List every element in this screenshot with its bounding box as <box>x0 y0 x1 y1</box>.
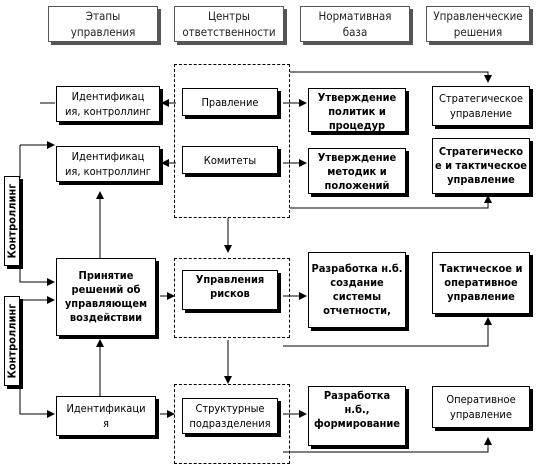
header-base: Нормативная база <box>300 6 410 42</box>
centers-risk-group <box>174 258 290 338</box>
control-upper: Контроллинг <box>4 176 20 266</box>
base-develop-reporting: Разработка н.б. создание системы отчетно… <box>308 252 406 328</box>
control-upper-label: Контроллинг <box>5 183 19 259</box>
base-develop-units: Разработка н.б., формирование <box>308 386 406 446</box>
stage-decision-making: Принятие решений об управляющем воздейст… <box>56 258 156 336</box>
center-risk: Управления рисков <box>182 270 278 310</box>
header-centers: Центры ответственности <box>174 6 284 42</box>
centers-top-group <box>174 64 290 218</box>
stage-identification-2: Идентификац ия, контроллинг <box>56 146 160 182</box>
center-units: Структурные подразделения <box>182 398 278 434</box>
center-committees: Комитеты <box>182 146 278 174</box>
decision-operational: Оперативное управление <box>432 386 530 428</box>
stage-identification-3: Идентификаци я <box>56 396 156 436</box>
base-approve-methods: Утверждение методик и положений <box>308 148 406 194</box>
centers-units-group <box>174 384 290 464</box>
base-approve-policies: Утверждение политик и процедур <box>308 88 406 132</box>
header-stages: Этапы управления <box>48 6 158 42</box>
header-decisions: Управленческие решения <box>426 6 530 42</box>
decision-strategic-tactical: Стратегическо е и тактическое управление <box>432 138 530 194</box>
control-lower: Контроллинг <box>4 296 20 386</box>
decision-tactical-operational: Тактическое и оперативное управление <box>432 252 530 314</box>
center-board: Правление <box>182 88 278 116</box>
control-lower-label: Контроллинг <box>5 303 19 379</box>
decision-strategic: Стратегическое управление <box>432 86 530 126</box>
stage-identification-1: Идентификац ия, контроллинг <box>56 86 160 122</box>
